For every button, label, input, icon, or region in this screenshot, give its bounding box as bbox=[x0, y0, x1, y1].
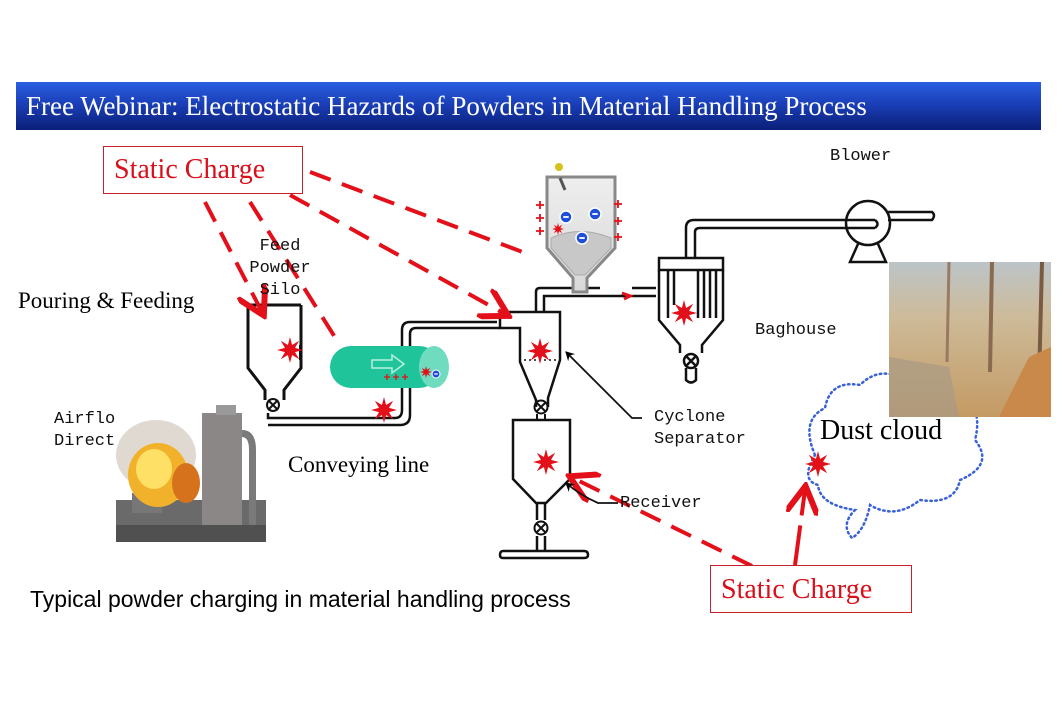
conveying-line-label: Conveying line bbox=[288, 452, 430, 477]
label-pointers bbox=[565, 351, 642, 504]
static-charge-callout: Static Charge bbox=[103, 146, 303, 194]
spark-icon bbox=[371, 397, 397, 423]
spark-icon bbox=[277, 337, 303, 363]
charge-arrow-cyclone bbox=[289, 193, 505, 314]
rotary-valve-icon bbox=[533, 520, 549, 536]
charge-arrow-baghouse bbox=[621, 291, 634, 301]
charge-arrow-dust-cloud bbox=[795, 490, 805, 566]
charge-arrow-hopper bbox=[309, 170, 529, 256]
minus-charge-icon bbox=[575, 231, 589, 245]
baghouse-inlet-pipe bbox=[548, 286, 656, 298]
spark-icon bbox=[533, 449, 559, 475]
plus-charge-icon bbox=[614, 200, 622, 208]
rotary-valve-icon bbox=[266, 398, 280, 412]
plus-charge-icon bbox=[614, 233, 622, 241]
feed-powder-silo-label: Feed Powder Silo bbox=[249, 237, 311, 300]
minus-charge-icon bbox=[559, 210, 573, 224]
pouring-feeding-label: Pouring & Feeding bbox=[18, 288, 195, 313]
spark-icon bbox=[552, 223, 564, 235]
blower bbox=[844, 199, 936, 264]
cyclone-separator bbox=[498, 286, 562, 407]
baghouse-label: Baghouse bbox=[755, 321, 837, 340]
flow-arrow-icon bbox=[371, 353, 406, 375]
webinar-title: Free Webinar: Electrostatic Hazards of P… bbox=[16, 82, 1041, 130]
spark-icon bbox=[527, 338, 553, 364]
feed-powder-silo bbox=[246, 303, 303, 400]
plus-charge-icon bbox=[536, 214, 544, 222]
spark-icon bbox=[420, 366, 432, 378]
blower-label: Blower bbox=[830, 147, 892, 166]
rotary-valve-icon bbox=[533, 399, 549, 420]
receiver bbox=[498, 418, 590, 560]
dust-cloud-photo bbox=[889, 262, 1051, 417]
spark-icon bbox=[671, 300, 697, 326]
dust-cloud-outline bbox=[807, 372, 984, 540]
plus-charge-icon bbox=[384, 374, 390, 380]
charge-arrow-conveyor bbox=[248, 200, 340, 344]
plus-charge-icon bbox=[536, 201, 544, 209]
static-charge-callout: Static Charge bbox=[710, 565, 912, 613]
cyclone-separator-label: Cyclone Separator bbox=[654, 408, 746, 449]
charge-arrow-silo bbox=[203, 201, 262, 312]
plus-charge-icon bbox=[402, 374, 408, 380]
baghouse bbox=[657, 256, 725, 384]
figure-caption: Typical powder charging in material hand… bbox=[30, 586, 571, 612]
plus-charge-icon bbox=[393, 374, 399, 380]
minus-charge-icon bbox=[588, 207, 602, 221]
conveying-cylinder bbox=[330, 346, 449, 388]
explosion-photo bbox=[116, 405, 266, 542]
blower-duct bbox=[684, 218, 879, 258]
plus-charge-icon bbox=[614, 217, 622, 225]
static-charge-arrows bbox=[203, 170, 805, 568]
charge-arrow-receiver bbox=[573, 478, 753, 568]
plus-charge-icon bbox=[536, 227, 544, 235]
minus-charge-icon bbox=[431, 369, 441, 379]
dust-cloud-label: Dust cloud bbox=[820, 415, 943, 446]
receiver-label: Receiver bbox=[620, 494, 702, 513]
airflow-direction-label: Airflo Direct bbox=[54, 410, 116, 451]
spark-icon bbox=[805, 451, 831, 477]
